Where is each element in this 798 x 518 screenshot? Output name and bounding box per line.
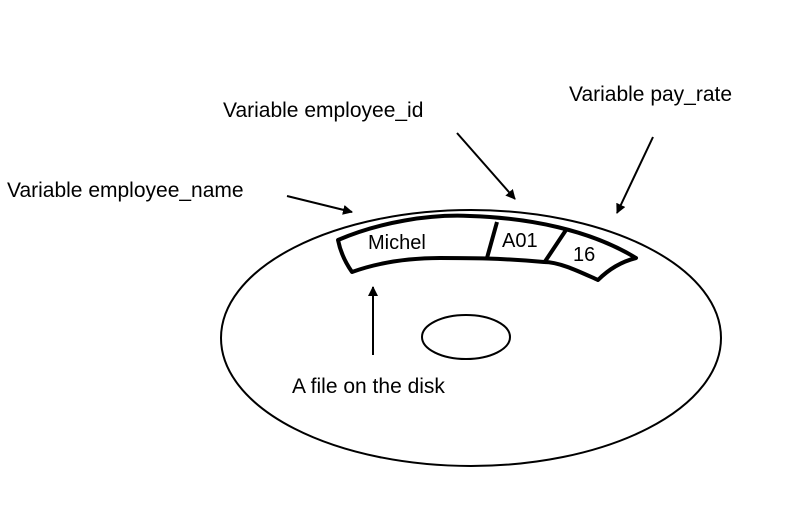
arrow-employee-name	[286, 195, 353, 215]
label-pay-rate: Variable pay_rate	[569, 83, 733, 106]
disk-hole	[421, 314, 511, 360]
field-divider-2	[542, 228, 568, 265]
field-employee-name: Michel	[368, 232, 426, 254]
label-file: A file on the disk	[292, 375, 445, 398]
label-employee-name: Variable employee_name	[7, 179, 244, 202]
field-divider-1	[485, 221, 499, 259]
arrow-pay-rate	[616, 136, 654, 214]
field-employee-id: A01	[502, 230, 538, 252]
disk-outer	[220, 209, 722, 467]
label-employee-id: Variable employee_id	[223, 99, 424, 122]
arrow-employee-id	[456, 132, 516, 200]
field-pay-rate: 16	[573, 244, 596, 266]
file-record-outline	[336, 213, 638, 282]
